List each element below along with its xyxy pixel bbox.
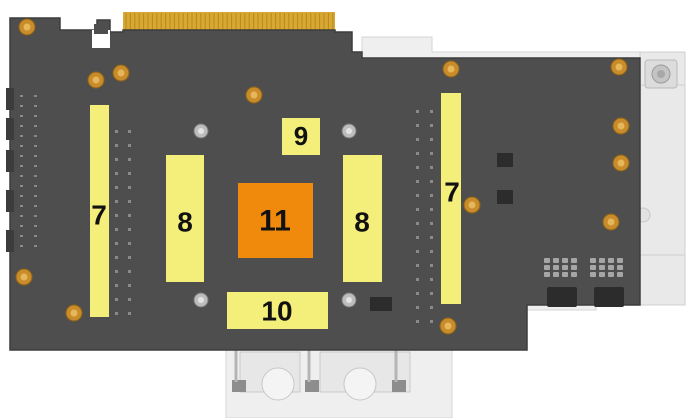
capacitor-grid bbox=[544, 258, 623, 277]
zone-label-misc-bottom: 10 bbox=[261, 296, 292, 327]
bracket-bolt bbox=[644, 59, 678, 89]
pad-misc-top: 9 bbox=[282, 118, 320, 155]
zone-label-misc-top: 9 bbox=[294, 121, 308, 151]
power-components bbox=[370, 153, 624, 311]
zone-label-gpu-core: 11 bbox=[259, 205, 291, 238]
zone-label-vrm-left: 7 bbox=[91, 200, 107, 231]
zone-label-vram-right: 8 bbox=[354, 207, 370, 238]
silver-standoffs bbox=[193, 123, 357, 308]
pcie-connector bbox=[123, 12, 335, 32]
zone-label-vrm-right: 7 bbox=[444, 177, 460, 208]
io-edge bbox=[6, 88, 14, 252]
zone-label-vram-left: 8 bbox=[177, 207, 193, 238]
brass-screws bbox=[15, 18, 630, 335]
pad-vram-left: 8 bbox=[166, 155, 204, 282]
pad-vrm-left: 7 bbox=[90, 105, 109, 317]
smd-components bbox=[20, 95, 433, 323]
pad-vrm-right: 7 bbox=[441, 93, 461, 304]
gpu-core: 11 bbox=[238, 183, 313, 258]
tube-fittings bbox=[232, 350, 411, 401]
pad-misc-bottom: 10 bbox=[227, 292, 328, 329]
pad-vram-right: 8 bbox=[343, 155, 382, 282]
